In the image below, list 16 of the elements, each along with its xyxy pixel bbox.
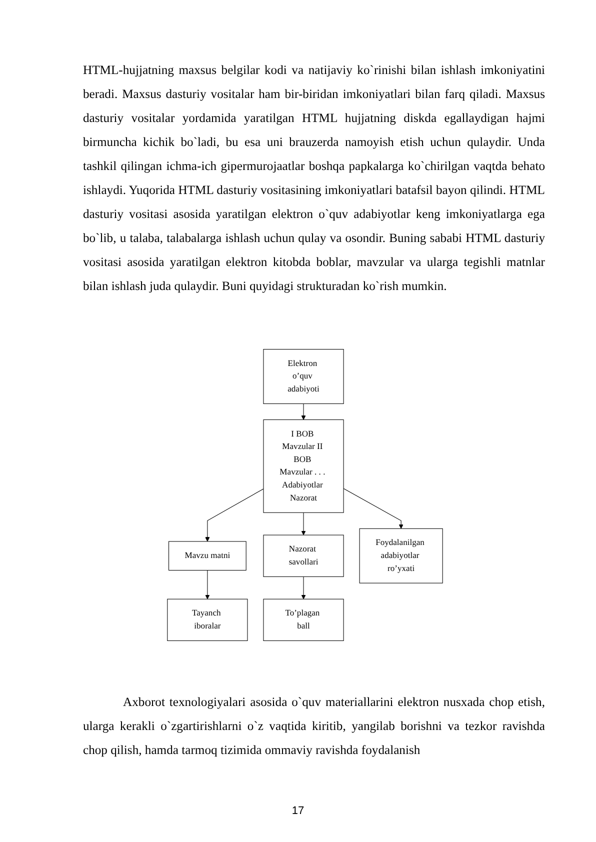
node-box: Elektron o’quv adabiyoti xyxy=(263,349,344,404)
page-number: 17 xyxy=(290,805,306,817)
arrow xyxy=(301,512,306,536)
node-box: I BOB Mavzular II BOB Mavzular . . . Adabiyotlar Nazorat xyxy=(263,419,344,513)
node-box: Mavzu matni xyxy=(168,541,246,571)
arrow xyxy=(205,570,210,600)
arrow xyxy=(301,403,306,420)
arrow xyxy=(205,488,264,542)
node-box: To’plagan ball xyxy=(263,598,344,641)
arrow xyxy=(301,576,306,600)
body-paragraph: HTML-hujjatning maxsus belgilar kodi va natijaviy ko`rinishi bilan ishlash imkoniyatini beradi. Maxsus dasturiy vositalar ham bir-biridan imkoniyatlari bilan farq qiladi. Maxsus dasturiy vositalar yordamida yaratilgan HTML hujjatning diskda egallaydigan hajmi birmuncha kichik bo`ladi, bu esa uni brauzerda namoyish etish uchun qulaydir. Unda tashkil qilingan ichma-ich gipermurojaatlar boshqa papkalarga ko`chirilgan vaqtda behato ishlaydi. Yuqorida HTML dasturiy vositasining imkoniyatlari batafsil bayon qilindi. HTML dasturiy vositasi asosida yaratilgan elektron o`quv adabiyotlar keng imkoniyatlarga ega bo`lib, u talaba, talabalarga ishlash uchun qulay va osondir. Buning sababi HTML dasturiy vositasi asosida yaratilgan elektron kitobda boblar, mavzular va ularga tegishli matnlar bilan ishlash juda qulaydir. Buni quyidagi strukturadan ko`rish mumkin. xyxy=(83,62,545,295)
node-box: Foydalanilgan adabiyotlar ro’yxati xyxy=(359,528,443,584)
node-box: Nazorat savollari xyxy=(263,534,344,577)
body-paragraph: Axborot texnologiyalari asosida o`quv materiallarini elektron nusxada chop etish, ularga kerakli o`zgartirishlarni o`z vaqtida kiritib, yangilab borishni va tezkor ravishda chop qilish, hamda tarmoq tizimida ommaviy ravishda foydalanish xyxy=(83,694,545,759)
node-box: Tayanch iboralar xyxy=(167,598,248,641)
arrow xyxy=(343,488,404,529)
